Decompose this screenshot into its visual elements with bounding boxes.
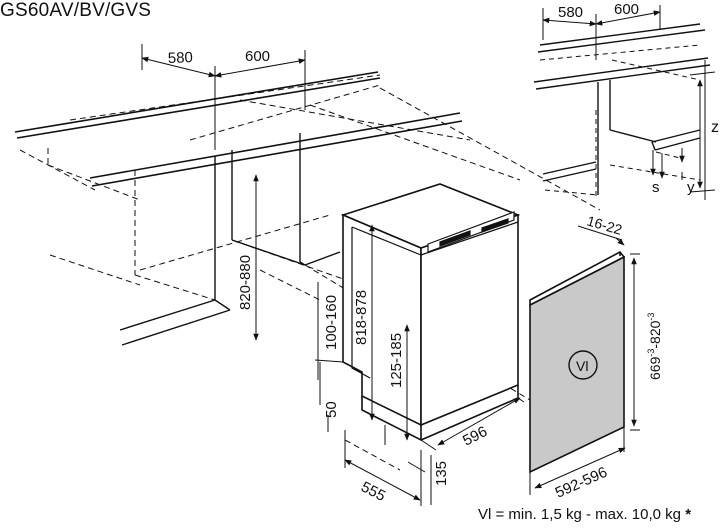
dim-niche-height-label: 820-880: [237, 255, 254, 310]
vl-badge: Vl: [576, 358, 588, 374]
inset-y-label: y: [687, 179, 695, 196]
panel-height-label: 669-3-820-3: [646, 313, 663, 380]
dim-appliance-height-label: 818-878: [353, 290, 370, 345]
weight-footnote-text: Vl = min. 1,5 kg - max. 10,0 kg: [478, 506, 682, 523]
weight-footnote-marker: *: [685, 506, 692, 523]
countertop-hidden-edges: [19, 74, 601, 211]
panel-width-label: 592-596: [553, 464, 610, 502]
countertop: [14, 71, 463, 187]
panel-height-tol2: -3: [646, 313, 656, 321]
weight-footnote: Vl = min. 1,5 kg - max. 10,0 kg *: [478, 506, 691, 523]
vl-badge-ring: [568, 350, 598, 380]
inset-s-label: s: [652, 179, 660, 196]
dimension-lines: [141, 44, 640, 506]
dim-kick-offset-label: 50: [323, 401, 340, 418]
appliance-body: [340, 183, 521, 442]
appliance-details: [351, 211, 519, 379]
dim-plinth-height-label: 100-160: [323, 295, 340, 350]
dim-appliance-depth-label: 555: [358, 478, 388, 505]
panel-height-tol: -3: [646, 349, 656, 357]
inset-depth-label: 580: [558, 4, 583, 21]
panel-height-sep: -820: [647, 320, 663, 348]
model-title: GS60AV/BV/GVS: [0, 0, 152, 21]
inset-dimension-lines: [542, 5, 716, 200]
inset-detail: [533, 23, 711, 195]
inset-width-label: 600: [614, 1, 639, 18]
dim-foot-height-label: 125-185: [388, 333, 405, 388]
dim-appliance-width-label: 596: [460, 423, 490, 450]
niche-walls: [119, 133, 341, 346]
dim-toe-recess-label: 135: [433, 461, 450, 486]
dim-width-label: 600: [245, 48, 270, 65]
panel-height-value: 669: [647, 356, 663, 380]
inset-z-label: z: [711, 119, 719, 136]
dim-depth-label: 580: [168, 49, 194, 67]
